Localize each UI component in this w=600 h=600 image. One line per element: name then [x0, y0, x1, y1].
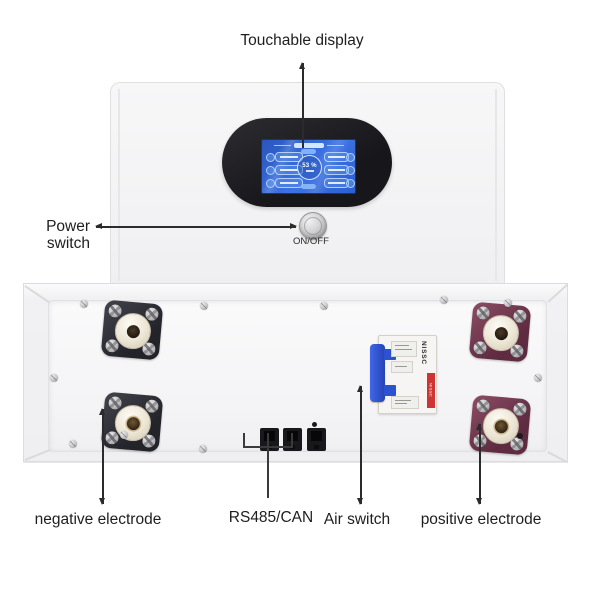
- rs485-bracket-line: [291, 433, 293, 447]
- screen-title-line: [326, 144, 344, 146]
- breaker-spec-label: [391, 361, 413, 373]
- breaker-label-text: [395, 349, 412, 351]
- breaker-brand-text: NISSC: [420, 341, 427, 365]
- arrowhead-down: [357, 498, 364, 505]
- touch-display-bezel: 53 %: [222, 118, 392, 207]
- panel-screw: [320, 302, 328, 310]
- breaker-toggle: [384, 385, 396, 396]
- on-off-label: ON/OFF: [293, 236, 329, 247]
- battery-top-unit: 53 %: [110, 82, 505, 287]
- terminal-hole: [493, 419, 508, 434]
- label-negative-electrode: negative electrode: [34, 511, 162, 528]
- screen-title-line: [273, 144, 291, 146]
- screen-icon: [346, 153, 355, 162]
- breaker-label-text: [395, 345, 409, 347]
- label-rs485-can: RS485/CAN: [228, 509, 314, 526]
- arrow-negative-electrode: [99, 408, 106, 505]
- label-power-switch: Power switch: [46, 218, 90, 253]
- arrow-touchable-display: [299, 62, 306, 148]
- breaker-label-text: [395, 366, 407, 368]
- screen-icon: [346, 179, 355, 188]
- terminal-screw: [108, 395, 123, 410]
- screen-field-text: [328, 169, 345, 171]
- battery-bottom-unit: NISSC NISSC: [23, 283, 568, 463]
- arrowhead-up: [299, 62, 306, 69]
- breaker-toggle: [384, 349, 396, 360]
- rim-chamfer: [24, 285, 51, 304]
- right-edge-highlight: [495, 89, 497, 281]
- panel-screw: [69, 440, 77, 448]
- screen-field-text: [328, 182, 345, 184]
- air-switch-breaker: NISSC NISSC: [370, 335, 437, 414]
- screen-top-badge: [301, 149, 316, 154]
- breaker-rating-label: [391, 341, 417, 357]
- arrowhead-up: [476, 423, 483, 430]
- label-touchable-display: Touchable display: [240, 32, 364, 49]
- negative-terminal-top: [100, 299, 164, 361]
- terminal-hole: [125, 324, 140, 339]
- label-positive-electrode: positive electrode: [420, 511, 542, 528]
- arrowhead-left: [95, 223, 102, 230]
- terminal-hole: [125, 416, 140, 431]
- terminal-screw: [108, 303, 123, 318]
- screen-icon: [266, 153, 275, 162]
- panel-screw: [534, 374, 542, 382]
- panel-screw: [120, 431, 128, 439]
- front-panel: NISSC NISSC: [48, 299, 547, 456]
- screen-field-text: [328, 156, 345, 158]
- screen-icon: [266, 166, 275, 175]
- soc-gauge: 53 %: [297, 155, 322, 180]
- terminal-screw: [476, 398, 491, 413]
- rs485-bracket-line: [243, 433, 245, 447]
- indicator-dot: [517, 433, 523, 439]
- arrowhead-right: [290, 223, 297, 230]
- positive-terminal-top: [468, 301, 532, 363]
- arrow-positive-electrode: [476, 423, 483, 505]
- soc-value: 53 %: [302, 163, 317, 170]
- terminal-hole: [493, 326, 508, 341]
- breaker-label-text: [395, 400, 411, 402]
- panel-screw: [504, 299, 512, 307]
- negative-terminal-bottom: [100, 391, 164, 453]
- screen-field-text: [279, 169, 299, 171]
- rim-chamfer: [24, 448, 51, 461]
- rs485-bracket-line: [267, 433, 269, 447]
- breaker-label-text: [395, 403, 407, 405]
- screen-icon: [266, 179, 275, 188]
- arrow-air-switch: [357, 385, 364, 505]
- breaker-bottom-label: [391, 396, 419, 409]
- screen-icon: [346, 166, 355, 175]
- screen-title-text-block: [293, 143, 324, 148]
- arrowhead-up: [99, 408, 106, 415]
- label-air-switch: Air switch: [323, 511, 391, 528]
- breaker-handle: [370, 344, 385, 402]
- power-button: [299, 212, 327, 240]
- screen-field-text: [279, 156, 299, 158]
- soc-sub-text: [305, 170, 314, 172]
- rs485-bracket-stem: [267, 446, 269, 498]
- breaker-red-label-text: NISSC: [428, 383, 434, 398]
- panel-screw: [80, 300, 88, 308]
- screen-bottom-badge: [301, 184, 316, 189]
- touch-display-screen: 53 %: [261, 139, 356, 194]
- arrow-power-switch: [95, 223, 297, 230]
- panel-screw: [200, 302, 208, 310]
- rim-chamfer: [547, 283, 568, 303]
- arrowhead-down: [476, 498, 483, 505]
- arrowhead-up: [357, 385, 364, 392]
- screen-field-text: [279, 182, 299, 184]
- screen-field: [275, 178, 303, 188]
- comm-port: [307, 428, 326, 451]
- indicator-dot: [312, 422, 317, 427]
- arrowhead-down: [99, 498, 106, 505]
- panel-screw: [440, 296, 448, 304]
- screen-title-bar: [262, 143, 355, 148]
- breaker-red-label: NISSC: [427, 373, 435, 408]
- rim-chamfer: [547, 451, 568, 463]
- terminal-screw: [476, 305, 491, 320]
- panel-screw: [199, 445, 207, 453]
- left-edge-highlight: [118, 89, 120, 281]
- panel-screw: [50, 374, 58, 382]
